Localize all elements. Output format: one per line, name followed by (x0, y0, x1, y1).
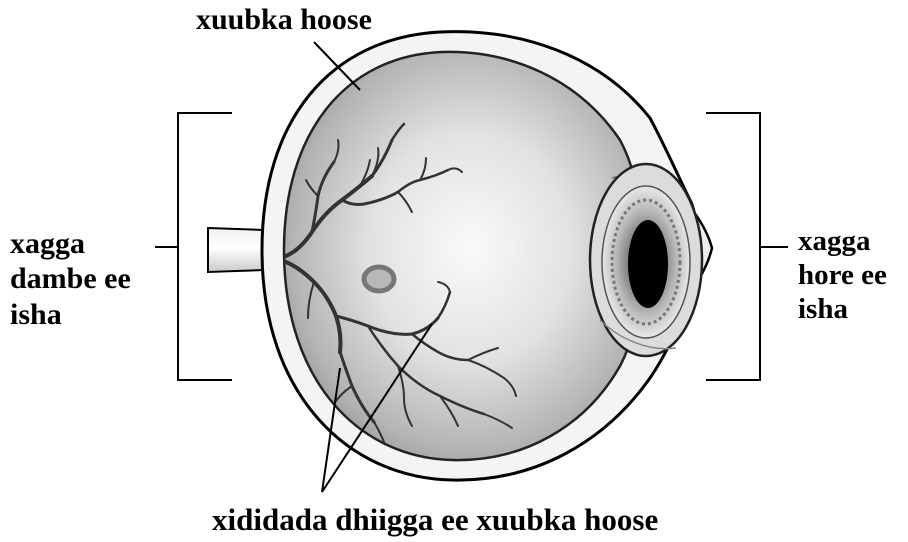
label-posterior-line-1: xagga (10, 226, 131, 261)
macula (364, 267, 394, 291)
label-posterior-line-3: isha (10, 297, 131, 332)
label-sclera: xuubka hoose (196, 2, 372, 37)
label-posterior-segment: xagga dambe ee isha (10, 226, 131, 332)
anterior-bracket (706, 113, 788, 380)
label-anterior-line-2: hore ee (798, 258, 887, 292)
label-anterior-segment: xagga hore ee isha (798, 224, 887, 327)
label-retinal-vessels: xididada dhiigga ee xuubka hoose (212, 502, 658, 539)
label-anterior-line-3: isha (798, 292, 887, 326)
label-posterior-line-2: dambe ee (10, 261, 131, 296)
pupil (628, 220, 668, 308)
label-anterior-line-1: xagga (798, 224, 887, 258)
